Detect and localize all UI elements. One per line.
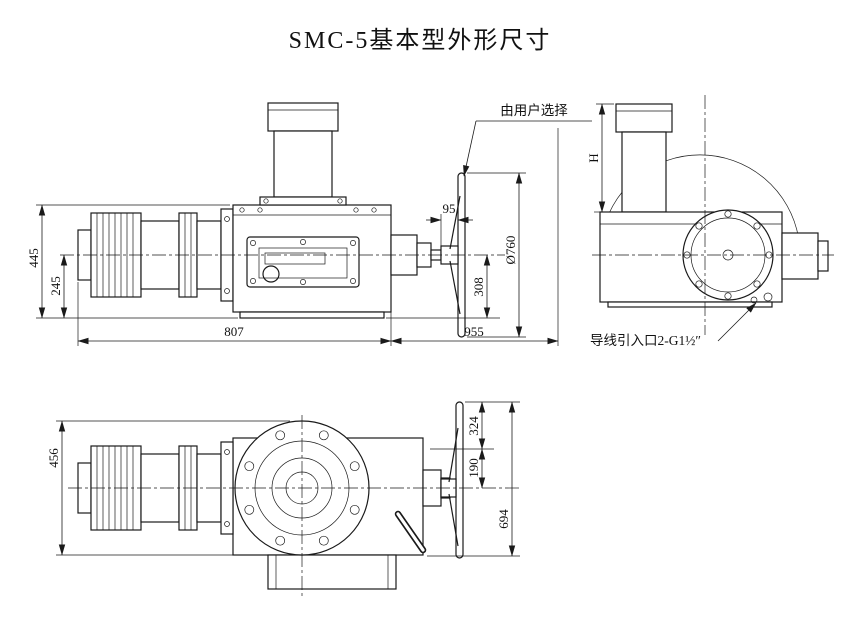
handwheel-arc: [601, 154, 799, 238]
dim-H: H: [586, 103, 614, 213]
svg-text:Ø760: Ø760: [503, 236, 518, 265]
side-view: H 导线引入口2-G1½″: [586, 95, 834, 348]
svg-text:308: 308: [471, 277, 486, 297]
output-column-front: [259, 102, 347, 206]
dim-245: 245: [48, 254, 68, 319]
label-wire-entry: 导线引入口2-G1½″: [590, 333, 701, 348]
svg-text:H: H: [586, 153, 601, 162]
terminal-box-top: [267, 554, 397, 590]
top-view: 456 324 190 694: [46, 401, 520, 598]
output-flange-side: [682, 209, 774, 301]
dim-95: 95: [426, 201, 473, 246]
dim-324: 324: [466, 401, 486, 450]
base-foot: [239, 311, 385, 319]
leader-user-select: 由用户选择: [463, 102, 592, 177]
dim-phi760: Ø760: [467, 172, 526, 338]
handwheel-top: [440, 401, 464, 559]
dim-456: 456: [46, 420, 290, 556]
svg-text:245: 245: [48, 276, 63, 296]
declutch-lever: [394, 510, 427, 554]
svg-text:456: 456: [46, 448, 61, 468]
dim-190: 190: [466, 448, 486, 489]
svg-text:190: 190: [466, 458, 481, 478]
dim-807: 807: [77, 282, 392, 346]
output-column-side: [615, 103, 673, 213]
drawing-title: SMC-5基本型外形尺寸: [289, 27, 552, 54]
svg-text:694: 694: [496, 509, 511, 529]
dim-308: 308: [386, 254, 500, 319]
leader-wire-entry: 导线引入口2-G1½″: [590, 302, 757, 348]
front-view: 由用户选择 445 245 807 955: [26, 102, 592, 346]
gearbox-front: [232, 204, 392, 319]
svg-text:445: 445: [26, 248, 41, 268]
dim-955: 955: [390, 128, 559, 346]
dim-694: 694: [496, 401, 516, 557]
svg-text:324: 324: [466, 416, 481, 436]
svg-text:955: 955: [464, 324, 484, 339]
label-user-select: 由用户选择: [500, 102, 568, 118]
dim-445: 445: [26, 204, 238, 319]
svg-text:807: 807: [224, 324, 244, 339]
svg-text:95: 95: [443, 201, 456, 216]
